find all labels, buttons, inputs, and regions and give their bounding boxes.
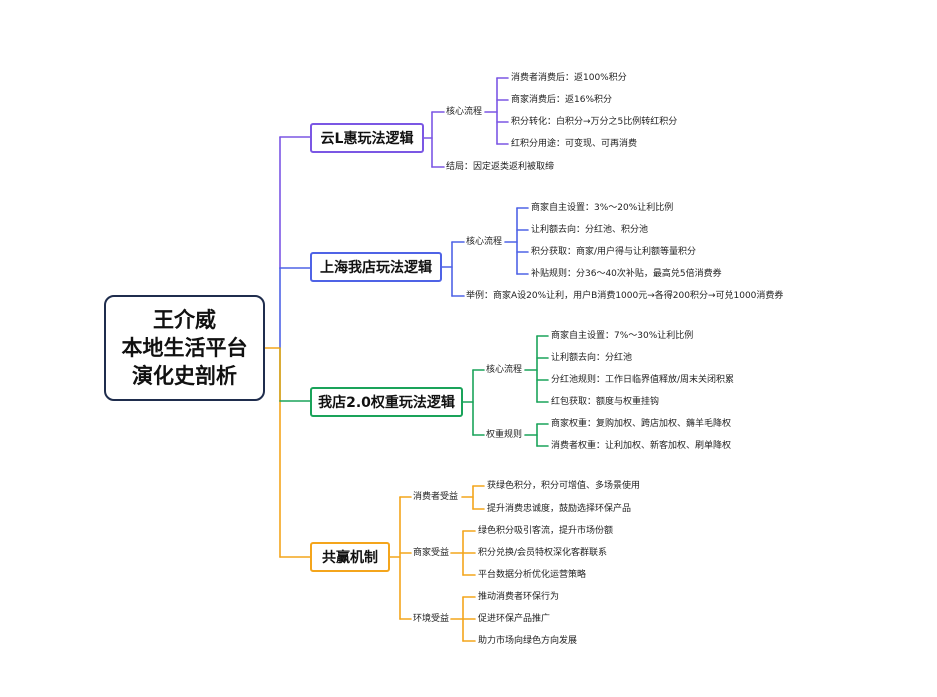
leaf: 分红池规则：工作日临界值释放/周末关闭积累	[551, 375, 735, 385]
root-title-line-3: 演化史剖析	[132, 364, 237, 388]
branch-winwin-consumer: 消费者受益	[413, 492, 459, 502]
leaf: 推动消费者环保行为	[478, 592, 560, 602]
leaf: 助力市场向绿色方向发展	[478, 636, 578, 646]
leaf: 促进环保产品推广	[478, 614, 551, 624]
branch-shanghai-wodian: 上海我店玩法逻辑	[310, 252, 442, 282]
leaf: 商家权重：复购加权、跨店加权、薅羊毛降权	[551, 419, 732, 429]
leaf: 积分兑换/会员特权深化客群联系	[478, 548, 608, 558]
branch-winwin-environment: 环境受益	[413, 614, 450, 624]
branch-shanghai-core-flow: 核心流程	[466, 237, 503, 247]
root-title-line-1: 王介威	[153, 308, 216, 332]
leaf: 红积分用途：可变现、可再消费	[511, 139, 638, 149]
branch-shanghai-example: 举例：商家A设20%让利，用户B消费1000元→各得200积分→可兑1000消费…	[466, 291, 784, 301]
leaf: 消费者消费后：返100%积分	[511, 73, 627, 83]
leaf: 商家自主设置：7%～30%让利比例	[551, 331, 694, 341]
branch-yunlhui-outcome: 结局：因定返类返利被取缔	[446, 162, 555, 172]
branch-win-win: 共赢机制	[310, 542, 390, 572]
leaf: 提升消费忠诚度，鼓励选择环保产品	[487, 504, 632, 514]
branch-winwin-merchant: 商家受益	[413, 548, 450, 558]
leaf: 让利额去向：分红池、积分池	[531, 225, 649, 235]
branch-wodian2-core-flow: 核心流程	[486, 365, 523, 375]
branch-yunlhui-core-flow: 核心流程	[446, 107, 483, 117]
leaf: 消费者权重：让利加权、新客加权、刷单降权	[551, 441, 732, 451]
root-node: 王介威 本地生活平台 演化史剖析	[104, 295, 265, 401]
branch-yunlhui: 云L惠玩法逻辑	[310, 123, 424, 153]
leaf: 商家自主设置：3%～20%让利比例	[531, 203, 674, 213]
leaf: 补贴规则：分36～40次补贴，最高兑5倍消费券	[531, 269, 722, 279]
leaf: 获绿色积分，积分可增值、多场景使用	[487, 481, 641, 491]
branch-wodian2-weight-rules: 权重规则	[486, 430, 523, 440]
leaf: 绿色积分吸引客流，提升市场份额	[478, 526, 614, 536]
leaf: 让利额去向：分红池	[551, 353, 633, 363]
branch-wodian-2: 我店2.0权重玩法逻辑	[310, 387, 463, 417]
leaf: 积分获取：商家/用户得与让利额等量积分	[531, 247, 697, 257]
leaf: 平台数据分析优化运营策略	[478, 570, 587, 580]
leaf: 商家消费后：返16%积分	[511, 95, 613, 105]
leaf: 红包获取：额度与权重挂钩	[551, 397, 660, 407]
leaf: 积分转化：白积分→万分之5比例转红积分	[511, 117, 678, 127]
root-title-line-2: 本地生活平台	[121, 336, 248, 360]
